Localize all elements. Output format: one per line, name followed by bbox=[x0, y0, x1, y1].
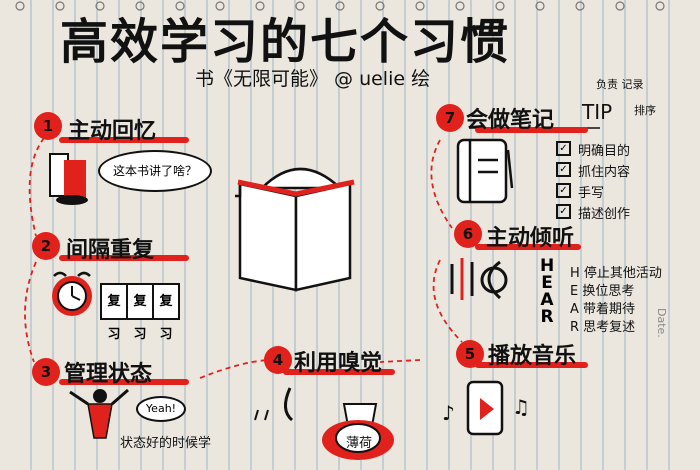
svg-text:♪: ♪ bbox=[442, 401, 455, 425]
habit-title: 会做笔记 bbox=[466, 108, 555, 133]
book-illustration bbox=[235, 167, 352, 292]
smell-illustration bbox=[284, 387, 394, 460]
hear-letter: H bbox=[540, 256, 555, 276]
habit-title: 利用嗅觉 bbox=[294, 351, 383, 376]
bottle-label: 薄荷 bbox=[346, 436, 373, 451]
checkbox-icon: ✓ bbox=[556, 183, 571, 198]
cheering-figure bbox=[69, 388, 129, 439]
checkbox-icon: ✓ bbox=[556, 141, 571, 156]
habit-title: 间隔重复 bbox=[66, 238, 155, 263]
habit-note: 状态好的时候学 bbox=[120, 436, 212, 451]
review-card: 复习 bbox=[126, 283, 154, 342]
checkbox-icon: ✓ bbox=[556, 204, 571, 219]
habit-title: 管理状态 bbox=[64, 362, 153, 387]
hear-letter: R bbox=[540, 307, 554, 327]
habit-title: 播放音乐 bbox=[488, 344, 577, 369]
ear-icon bbox=[450, 258, 508, 300]
tip-label: TIP bbox=[582, 100, 613, 124]
habit-title: 主动回忆 bbox=[68, 119, 157, 144]
checklist-item: 描述创作 bbox=[578, 207, 631, 222]
hear-letter: E bbox=[541, 273, 553, 293]
habit-number: 3 bbox=[32, 358, 60, 386]
speech-bubble: Yeah! bbox=[136, 396, 186, 422]
tip-extra: 排序 bbox=[634, 104, 656, 117]
notebook-icon bbox=[456, 138, 514, 204]
habit-number: 6 bbox=[454, 220, 482, 248]
hear-note: A 带着期待 bbox=[570, 302, 636, 317]
music-phone-icon: ♪ ♫ bbox=[442, 380, 530, 436]
page-subtitle: 书《无限可能》 @ uelie 绘 bbox=[195, 68, 431, 90]
hear-acronym: H E A R bbox=[540, 258, 554, 326]
hear-note: R 思考复述 bbox=[570, 320, 636, 335]
habit-title: 主动倾听 bbox=[486, 226, 575, 251]
hear-note: H 停止其他活动 bbox=[570, 266, 662, 281]
habit-number: 5 bbox=[456, 340, 484, 368]
review-card: 复习 bbox=[100, 283, 128, 342]
alarm-clock-icon bbox=[52, 271, 92, 316]
hear-letter: A bbox=[540, 290, 554, 310]
habit-number: 4 bbox=[264, 346, 292, 374]
habit-number: 7 bbox=[436, 104, 464, 132]
review-card: 复习 bbox=[152, 283, 180, 342]
svg-text:♫: ♫ bbox=[512, 395, 530, 419]
date-label: Date. bbox=[655, 308, 668, 338]
habit-number: 1 bbox=[34, 112, 62, 140]
checklist-item: 抓住内容 bbox=[578, 165, 631, 180]
hear-note: E 换位思考 bbox=[570, 284, 635, 299]
checklist-item: 手写 bbox=[578, 186, 605, 201]
tip-extra: 负责 记录 bbox=[596, 78, 644, 91]
checklist-item: 明确目的 bbox=[578, 144, 631, 159]
reader-figure bbox=[49, 153, 88, 205]
page-title: 高效学习的七个习惯 bbox=[60, 14, 511, 70]
checkbox-icon: ✓ bbox=[556, 162, 571, 177]
speech-bubble: 这本书讲了啥？ bbox=[98, 150, 212, 192]
habit-number: 2 bbox=[32, 232, 60, 260]
